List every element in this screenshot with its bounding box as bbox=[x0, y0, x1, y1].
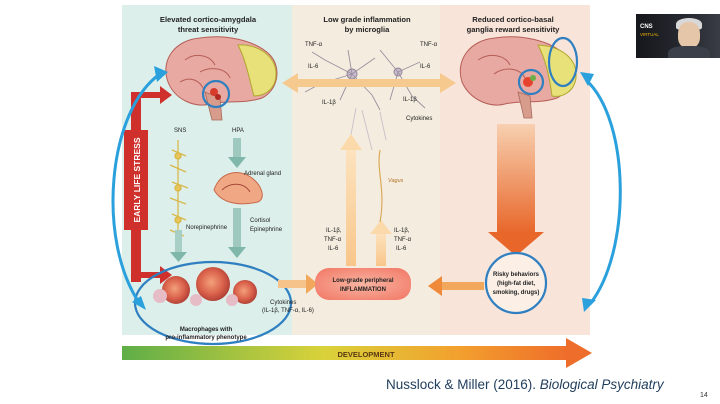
il1b-comma-label-2: IL-1β, bbox=[394, 228, 410, 234]
inflammation-up-arrow-right bbox=[370, 220, 392, 266]
presenter-video-thumbnail[interactable]: CNS VIRTUAL bbox=[636, 14, 720, 58]
risky-label-line3: smoking, drugs) bbox=[493, 290, 540, 296]
tnf-label-4: TNF-α bbox=[394, 237, 412, 243]
il1b-label-2: IL-1β bbox=[403, 97, 417, 103]
norepinephrine-label: Norepinephrine bbox=[186, 225, 228, 231]
conference-sublogo: VIRTUAL bbox=[640, 32, 659, 37]
left-title-line2: threat sensitivity bbox=[178, 25, 239, 34]
right-cycle-arrow bbox=[584, 78, 622, 305]
early-life-stress-bar bbox=[124, 86, 172, 284]
left-cycle-arrowhead-top bbox=[154, 66, 168, 82]
left-title-line1: Elevated cortico-amygdala bbox=[160, 15, 257, 24]
presenter-face bbox=[678, 22, 700, 48]
middle-title-line2: by microglia bbox=[345, 25, 391, 34]
page-number: 14 bbox=[700, 392, 708, 399]
macrophage-cells bbox=[153, 267, 257, 306]
il1b-comma-label-1: IL-1β, bbox=[326, 228, 342, 234]
early-life-stress-label: EARLY LIFE STRESS bbox=[132, 137, 142, 222]
left-cycle-arrowhead-bottom bbox=[132, 296, 146, 310]
il6-label-2: IL-6 bbox=[420, 64, 431, 70]
vagus-nerve bbox=[378, 149, 383, 223]
risky-behaviors-circle bbox=[484, 251, 548, 315]
cytokines-left-label-line1: Cytokines bbox=[270, 300, 296, 306]
il6-label-4: IL-6 bbox=[396, 246, 407, 252]
adrenal-label: Adrenal gland bbox=[244, 171, 281, 177]
inflammation-up-arrow-left bbox=[340, 134, 362, 266]
middle-title-line1: Low grade inflammation bbox=[323, 15, 411, 24]
reward-down-arrow bbox=[488, 124, 544, 256]
macrophages-label-line2: pro-inflammatory phenotype bbox=[165, 335, 247, 341]
epinephrine-label: Epinephrine bbox=[250, 227, 283, 233]
macrophages-label-line1: Macrophages with bbox=[180, 327, 233, 333]
inflammation-label-line2: INFLAMMATION bbox=[340, 287, 386, 293]
citation: Nusslock & Miller (2016). Biological Psy… bbox=[386, 377, 664, 392]
cytokines-left-label-line2: (IL-1β, TNF-α, IL-6) bbox=[262, 308, 314, 314]
hpa-down-arrow bbox=[228, 138, 246, 168]
il1b-label-1: IL-1β bbox=[322, 100, 336, 106]
left-cycle-arrow bbox=[111, 72, 161, 305]
citation-authors: Nusslock & Miller (2016). bbox=[386, 377, 540, 392]
cytokines-mid-label: Cytokines bbox=[406, 116, 432, 122]
hpa-label: HPA bbox=[232, 128, 244, 134]
citation-journal: Biological Psychiatry bbox=[539, 377, 664, 392]
macrophage-to-inflammation-arrow bbox=[278, 274, 318, 294]
left-brain-illustration bbox=[165, 36, 278, 121]
tnf-label-1: TNF-α bbox=[305, 42, 323, 48]
tnf-label-2: TNF-α bbox=[420, 42, 438, 48]
right-cycle-arrowhead-top bbox=[580, 72, 594, 86]
basal-ganglia-highlight-circle bbox=[517, 68, 545, 96]
prefrontal-highlight-ellipse bbox=[547, 36, 579, 88]
vagus-label: Vagus bbox=[388, 178, 404, 184]
risky-label-line2: (high-fat diet, bbox=[497, 281, 535, 287]
presenter-body bbox=[668, 46, 710, 58]
development-label: DEVELOPMENT bbox=[337, 350, 395, 359]
sns-down-arrow bbox=[170, 230, 187, 262]
il6-label-3: IL-6 bbox=[328, 246, 339, 252]
right-title-line1: Reduced cortico-basal bbox=[472, 15, 553, 24]
tnf-label-3: TNF-α bbox=[324, 237, 342, 243]
inflammation-box bbox=[315, 268, 411, 300]
sns-label: SNS bbox=[174, 128, 186, 134]
brain-connection-arrow bbox=[282, 73, 456, 93]
inflammation-label-line1: Low-grade peripheral bbox=[332, 278, 393, 284]
cortisol-label: Cortisol bbox=[250, 218, 270, 224]
right-title-line2: ganglia reward sensitivity bbox=[467, 25, 561, 34]
development-arrow bbox=[122, 338, 592, 368]
adrenal-gland-illustration bbox=[213, 172, 263, 205]
risky-label-line1: Risky behaviors bbox=[493, 272, 540, 278]
right-cycle-arrowhead-bottom bbox=[582, 298, 596, 312]
il6-label-1: IL-6 bbox=[308, 64, 319, 70]
conference-logo: CNS bbox=[640, 24, 653, 30]
amygdala-highlight-circle bbox=[201, 79, 231, 109]
risky-to-inflammation-arrow bbox=[428, 276, 484, 296]
adrenal-down-arrow bbox=[228, 208, 246, 258]
right-brain-illustration bbox=[459, 36, 577, 119]
